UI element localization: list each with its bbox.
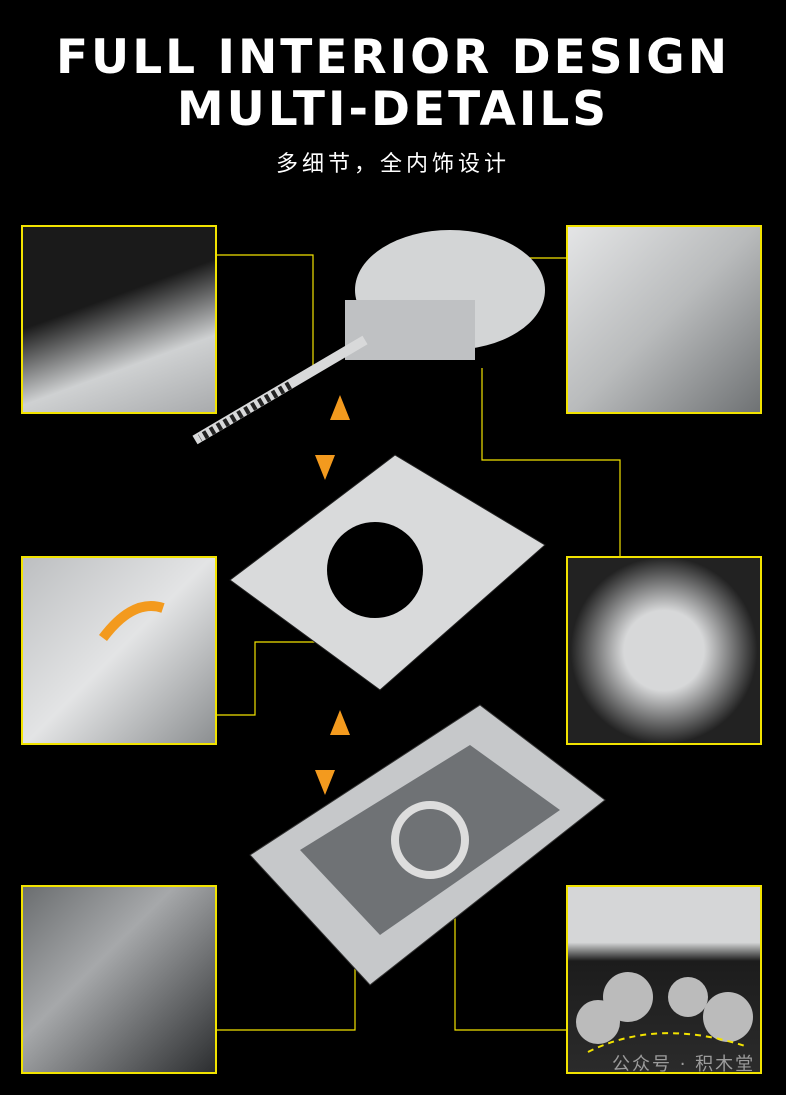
arrow-up-icon (330, 395, 350, 420)
subtitle: 多细节，全内饰设计 (275, 152, 510, 177)
turret (192, 230, 545, 445)
watermark: 公众号 · 积木堂 (612, 1054, 756, 1075)
detail-panel-turret-interior (566, 225, 762, 414)
arrow-up-icon (330, 710, 350, 735)
detail-panel-hatch (21, 556, 217, 745)
hull-interior (249, 704, 606, 986)
connector-line (481, 368, 621, 557)
title-line-2: MULTI-DETAILS (176, 82, 610, 137)
connector-line (216, 641, 330, 716)
detail-panel-crew-compartment (21, 885, 217, 1074)
curved-arrow-icon (99, 601, 165, 642)
connector-line (216, 254, 314, 372)
title-line-1: FULL INTERIOR DESIGN (55, 30, 731, 85)
detail-panel-gun-barrel (21, 225, 217, 414)
detail-panel-suspension (566, 885, 762, 1074)
connector-line (454, 900, 567, 1031)
arrow-icons (315, 395, 350, 795)
arrow-down-icon (315, 455, 335, 480)
arrow-down-icon (315, 770, 335, 795)
detail-panel-turret-underside (566, 556, 762, 745)
hull-top (229, 454, 546, 691)
